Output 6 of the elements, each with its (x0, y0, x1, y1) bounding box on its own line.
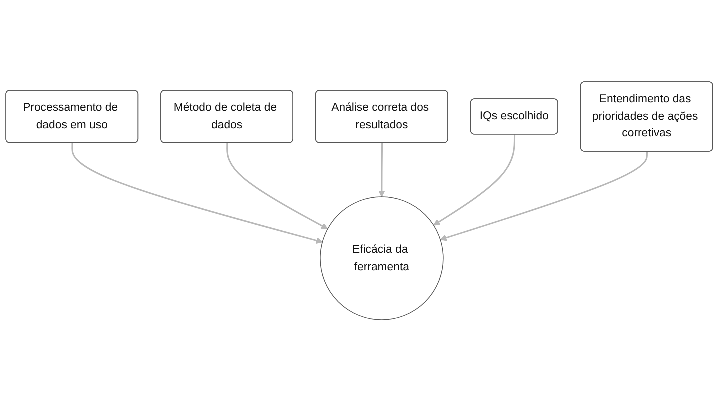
arrow (72, 143, 323, 244)
node-circle: Eficácia da ferramenta (320, 196, 444, 320)
arrow (378, 143, 386, 198)
arrow (434, 134, 516, 226)
arrow (226, 143, 328, 230)
arrow (440, 152, 648, 242)
